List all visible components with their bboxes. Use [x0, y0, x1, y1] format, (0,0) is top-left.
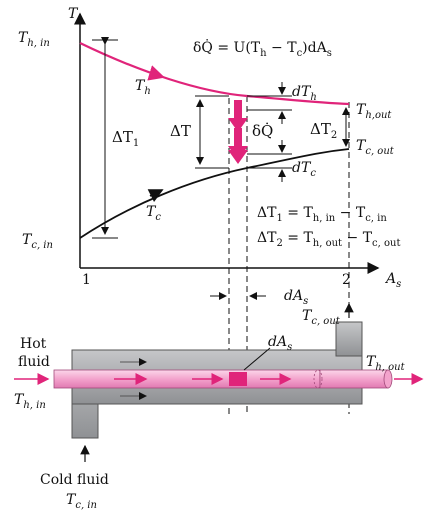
label-ex-Th-in: Th, in [14, 392, 46, 411]
x-tick-2: 2 [342, 272, 351, 288]
label-Tc: Tc [146, 204, 161, 223]
label-hot-fluid-1: Hot [20, 336, 47, 352]
label-ex-dAs: dAs [268, 334, 292, 353]
label-Tc-out: Tc, out [356, 138, 395, 157]
cold-curve-arrow [147, 189, 164, 203]
label-Th: Th [135, 78, 151, 97]
label-deltaT1: ΔT1 [112, 128, 139, 149]
label-hot-fluid-2: fluid [18, 354, 50, 370]
label-dTc: dTc [292, 160, 316, 179]
label-ex-Th-out: Th, out [366, 354, 406, 373]
y-axis-label: T [68, 6, 79, 22]
label-Th-out: Th,out [356, 102, 392, 121]
heat-exchanger-tube [53, 369, 393, 389]
label-ex-Tc-out: Tc, out [302, 308, 341, 327]
label-deltaT2: ΔT2 [310, 120, 337, 141]
label-Tc-in: Tc, in [22, 232, 53, 251]
equation-deltaT2: ΔT2 = Th, out − Tc, out [257, 230, 400, 249]
label-ex-Tc-in: Tc, in [66, 492, 97, 511]
cold-fluid-curve [79, 148, 350, 239]
label-dAs-axis: dAs [284, 288, 308, 307]
label-dTh: dTh [292, 84, 317, 103]
hot-fluid-curve [79, 42, 350, 106]
label-deltaT: ΔT [170, 122, 191, 140]
label-dQ: δQ̇ [252, 122, 273, 140]
label-cold-fluid: Cold fluid [40, 472, 109, 488]
x-tick-1: 1 [82, 272, 91, 288]
label-Th-in: Th, in [18, 30, 50, 49]
dAs-leader [243, 347, 271, 371]
heat-flux-arrows [228, 100, 248, 164]
heat-transfer-equation: δQ̇ = U(Th − Tc)dAs [193, 38, 332, 59]
equation-deltaT1: ΔT1 = Th, in − Tc, in [257, 205, 387, 224]
x-axis-label: As [384, 271, 401, 290]
hot-curve-arrow [147, 65, 165, 81]
